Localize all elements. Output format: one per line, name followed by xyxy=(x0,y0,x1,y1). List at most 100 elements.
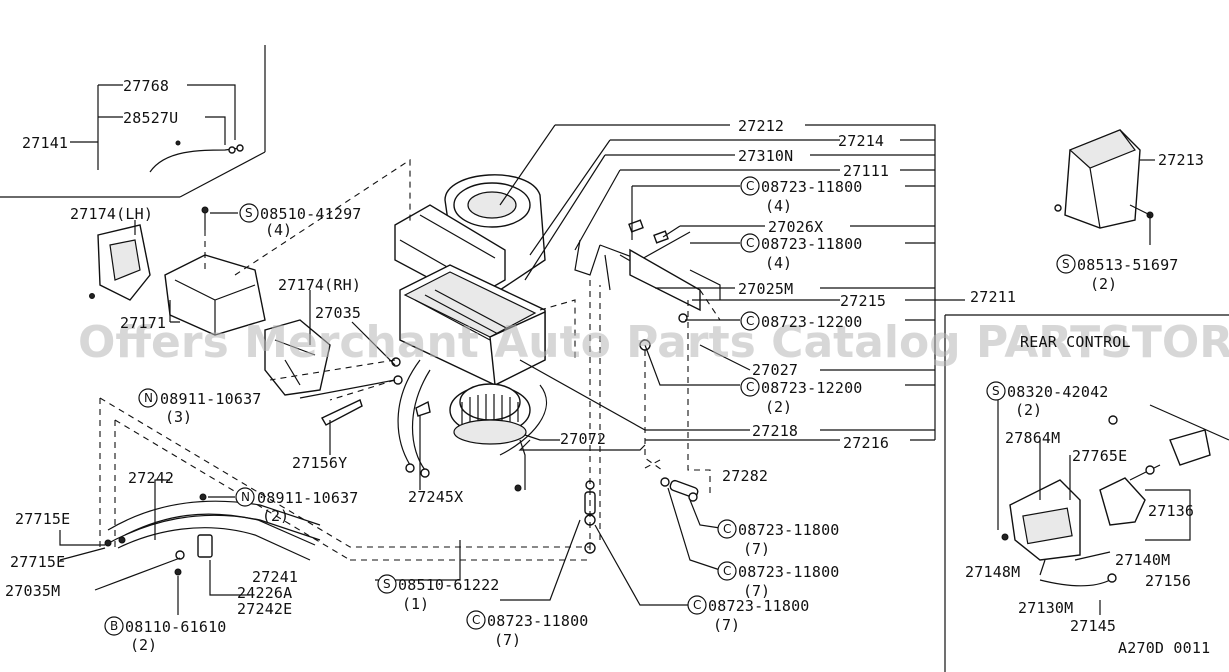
qty-08723-11800-d: (7) xyxy=(743,540,770,558)
label-08723-11800-b[interactable]: 08723-11800 xyxy=(708,597,810,615)
badge-c-08723-11800-e: C xyxy=(740,176,760,196)
label-27148M[interactable]: 27148M xyxy=(965,563,1020,581)
label-27025M[interactable]: 27025M xyxy=(738,280,793,298)
label-27216[interactable]: 27216 xyxy=(843,434,889,452)
qty-08723-12200-b: (2) xyxy=(765,398,792,416)
label-27156[interactable]: 27156 xyxy=(1145,572,1191,590)
svg-text:C: C xyxy=(723,564,731,578)
label-27130M[interactable]: 27130M xyxy=(1018,599,1073,617)
label-27211[interactable]: 27211 xyxy=(970,288,1016,306)
label-27218[interactable]: 27218 xyxy=(752,422,798,440)
qty-08510-61222: (1) xyxy=(402,595,429,613)
label-08513-51697[interactable]: 08513-51697 xyxy=(1077,256,1179,274)
label-27245X[interactable]: 27245X xyxy=(408,488,463,506)
badge-n-08911-10637-b: N xyxy=(235,487,255,507)
svg-text:S: S xyxy=(245,206,253,220)
label-27215[interactable]: 27215 xyxy=(840,292,886,310)
label-27765E[interactable]: 27765E xyxy=(1072,447,1127,465)
label-27035[interactable]: 27035 xyxy=(315,304,361,322)
part-27213-cover xyxy=(1054,129,1155,245)
label-27140M[interactable]: 27140M xyxy=(1115,551,1170,569)
label-27111[interactable]: 27111 xyxy=(843,162,889,180)
label-27715E-a[interactable]: 27715E xyxy=(15,510,70,528)
rear-control-section xyxy=(944,314,1229,672)
svg-text:N: N xyxy=(241,490,250,504)
label-08723-11800-c[interactable]: 08723-11800 xyxy=(738,563,840,581)
badge-s-08513-51697: S xyxy=(1056,254,1076,274)
label-27241[interactable]: 27241 xyxy=(252,568,298,586)
label-27026X[interactable]: 27026X xyxy=(768,218,823,236)
label-27145[interactable]: 27145 xyxy=(1070,617,1116,635)
badge-c-08723-11800-b: C xyxy=(687,595,707,615)
label-08723-11800-f[interactable]: 08723-11800 xyxy=(761,235,863,253)
label-27212[interactable]: 27212 xyxy=(738,117,784,135)
label-27027[interactable]: 27027 xyxy=(752,361,798,379)
label-08723-12200-b[interactable]: 08723-12200 xyxy=(761,379,863,397)
qty-08320-42042: (2) xyxy=(1015,401,1042,419)
badge-s-08510-61222: S xyxy=(377,574,397,594)
svg-text:C: C xyxy=(746,236,754,250)
badge-b-08110-61610: B xyxy=(104,616,124,636)
label-27174-lh[interactable]: 27174(LH) xyxy=(70,205,153,223)
qty-08723-11800-c: (7) xyxy=(743,582,770,600)
label-08110-61610[interactable]: 08110-61610 xyxy=(125,618,227,636)
label-08723-12200-a[interactable]: 08723-12200 xyxy=(761,313,863,331)
label-28527U[interactable]: 28527U xyxy=(123,109,178,127)
svg-text:S: S xyxy=(1062,257,1070,271)
qty-08510-41297: (4) xyxy=(265,221,292,239)
rear-control-title: REAR CONTROL xyxy=(1020,333,1131,351)
svg-text:C: C xyxy=(472,613,480,627)
svg-text:C: C xyxy=(746,179,754,193)
badge-s-08320-42042: S xyxy=(986,381,1006,401)
qty-08911-10637-a: (3) xyxy=(165,408,192,426)
label-24226A[interactable]: 24226A xyxy=(237,584,292,602)
label-27141[interactable]: 27141 xyxy=(22,134,68,152)
label-27136[interactable]: 27136 xyxy=(1148,502,1194,520)
label-27214[interactable]: 27214 xyxy=(838,132,884,150)
label-27156Y[interactable]: 27156Y xyxy=(292,454,347,472)
label-27171[interactable]: 27171 xyxy=(120,314,166,332)
label-27072[interactable]: 27072 xyxy=(560,430,606,448)
badge-n-08911-10637-a: N xyxy=(138,388,158,408)
watermark-text: Offers Merchant Auto Parts Catalog PARTS… xyxy=(78,317,1229,368)
label-08320-42042[interactable]: 08320-42042 xyxy=(1007,383,1109,401)
label-08723-11800-e[interactable]: 08723-11800 xyxy=(761,178,863,196)
badge-c-08723-12200-b: C xyxy=(740,377,760,397)
label-27174-rh[interactable]: 27174(RH) xyxy=(278,276,361,294)
label-27310N[interactable]: 27310N xyxy=(738,147,793,165)
label-27715E-b[interactable]: 27715E xyxy=(10,553,65,571)
diagram-code: A270D 0011 xyxy=(1118,639,1210,657)
qty-08723-11800-b: (7) xyxy=(713,616,740,634)
label-27035M[interactable]: 27035M xyxy=(5,582,60,600)
qty-08723-11800-a: (7) xyxy=(494,631,521,649)
label-27242[interactable]: 27242 xyxy=(128,469,174,487)
svg-text:S: S xyxy=(992,384,1000,398)
badge-c-08723-11800-d: C xyxy=(717,519,737,539)
part-labels: 27768 28527U 27141 27174(LH) S 08510-412… xyxy=(5,77,1210,657)
svg-text:C: C xyxy=(693,598,701,612)
label-27213[interactable]: 27213 xyxy=(1158,151,1204,169)
label-08510-61222[interactable]: 08510-61222 xyxy=(398,576,500,594)
svg-text:B: B xyxy=(110,619,118,633)
svg-text:C: C xyxy=(746,380,754,394)
label-27242E[interactable]: 27242E xyxy=(237,600,292,618)
label-08723-11800-d[interactable]: 08723-11800 xyxy=(738,521,840,539)
inset-cable-box xyxy=(0,45,266,198)
label-08911-10637-a[interactable]: 08911-10637 xyxy=(160,390,262,408)
badge-c-08723-11800-c: C xyxy=(717,561,737,581)
svg-text:C: C xyxy=(746,314,754,328)
qty-08723-11800-f: (4) xyxy=(765,254,792,272)
badge-c-08723-11800-a: C xyxy=(466,610,486,630)
badge-c-08723-11800-f: C xyxy=(740,233,760,253)
svg-text:S: S xyxy=(383,577,391,591)
label-08723-11800-a[interactable]: 08723-11800 xyxy=(487,612,589,630)
label-08911-10637-b[interactable]: 08911-10637 xyxy=(257,489,359,507)
qty-08110-61610: (2) xyxy=(130,636,157,654)
label-08510-41297[interactable]: 08510-41297 xyxy=(260,205,362,223)
label-27864M[interactable]: 27864M xyxy=(1005,429,1060,447)
leader-lines xyxy=(59,124,965,606)
label-27282[interactable]: 27282 xyxy=(722,467,768,485)
label-27768[interactable]: 27768 xyxy=(123,77,169,95)
